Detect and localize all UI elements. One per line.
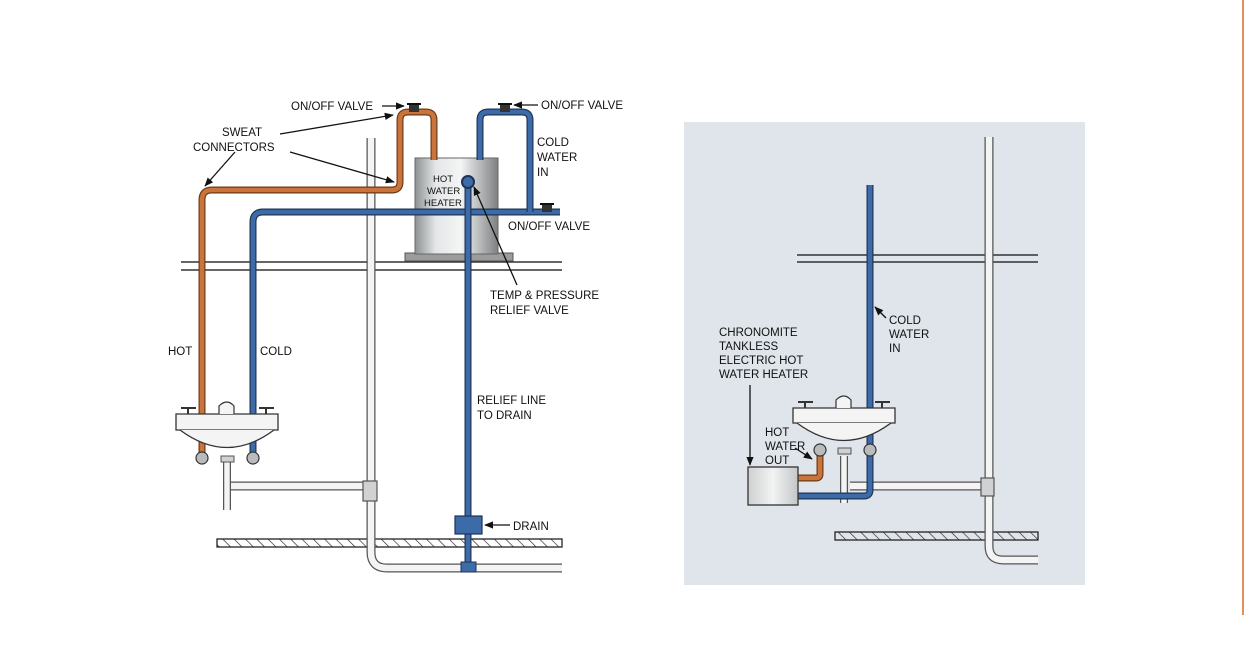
tankless-heater bbox=[747, 466, 799, 506]
label-heater: WATER bbox=[427, 186, 460, 197]
label-on-off-valve: ON/OFF VALVE bbox=[541, 100, 623, 112]
label-cold-water-in: IN bbox=[537, 167, 549, 179]
label-heater: HEATER bbox=[424, 198, 462, 209]
label-cold-water-in: WATER bbox=[537, 152, 577, 164]
label-drain: DRAIN bbox=[513, 521, 549, 533]
label-hot-water-out: WATER bbox=[765, 441, 805, 453]
label-cold-water-in: IN bbox=[889, 343, 901, 355]
label-chronomite: WATER HEATER bbox=[719, 369, 808, 381]
vent-stack bbox=[220, 138, 562, 573]
label-cold: COLD bbox=[260, 346, 292, 358]
lower-floor bbox=[834, 531, 1039, 541]
label-on-off-valve: ON/OFF VALVE bbox=[508, 221, 590, 233]
label-sweat-connectors: SWEAT bbox=[222, 127, 262, 139]
valve-icon bbox=[498, 103, 512, 112]
right-panel-background bbox=[684, 122, 1085, 585]
leader-arrows bbox=[204, 101, 538, 529]
valve-icon bbox=[407, 103, 421, 112]
label-hot-water-out: HOT bbox=[765, 427, 789, 439]
label-hot-water-out: OUT bbox=[765, 455, 789, 467]
label-temp-pressure-relief: RELIEF VALVE bbox=[490, 305, 569, 317]
label-temp-pressure-relief: TEMP & PRESSURE bbox=[490, 290, 599, 302]
label-sweat-connectors: CONNECTORS bbox=[193, 142, 275, 154]
sink bbox=[792, 395, 896, 457]
lower-floor bbox=[216, 538, 563, 548]
label-on-off-valve: ON/OFF VALVE bbox=[291, 101, 373, 113]
hot-pipe bbox=[198, 108, 438, 453]
label-chronomite: ELECTRIC HOT bbox=[719, 355, 803, 367]
label-relief-line: TO DRAIN bbox=[477, 410, 532, 422]
upper-floor bbox=[797, 254, 1038, 263]
valve-icon bbox=[540, 203, 554, 212]
cold-pipe bbox=[249, 108, 560, 573]
sink bbox=[175, 401, 279, 465]
hot-pipe bbox=[797, 450, 824, 482]
left-diagram: ON/OFF VALVE ON/OFF VALVE ON/OFF VALVE S… bbox=[168, 100, 623, 573]
label-chronomite: TANKLESS bbox=[719, 341, 779, 353]
water-heater-tank bbox=[404, 157, 514, 262]
right-diagram: COLD WATER IN CHRONOMITE TANKLESS ELECTR… bbox=[684, 122, 1085, 585]
label-cold-water-in: COLD bbox=[889, 315, 921, 327]
label-hot: HOT bbox=[168, 346, 192, 358]
label-cold-water-in: COLD bbox=[537, 137, 569, 149]
leader-arrows bbox=[746, 306, 887, 466]
label-chronomite: CHRONOMITE bbox=[719, 327, 798, 339]
cold-pipe bbox=[797, 185, 874, 500]
label-relief-line: RELIEF LINE bbox=[477, 395, 546, 407]
label-cold-water-in: WATER bbox=[889, 329, 929, 341]
label-heater: HOT bbox=[433, 174, 453, 185]
